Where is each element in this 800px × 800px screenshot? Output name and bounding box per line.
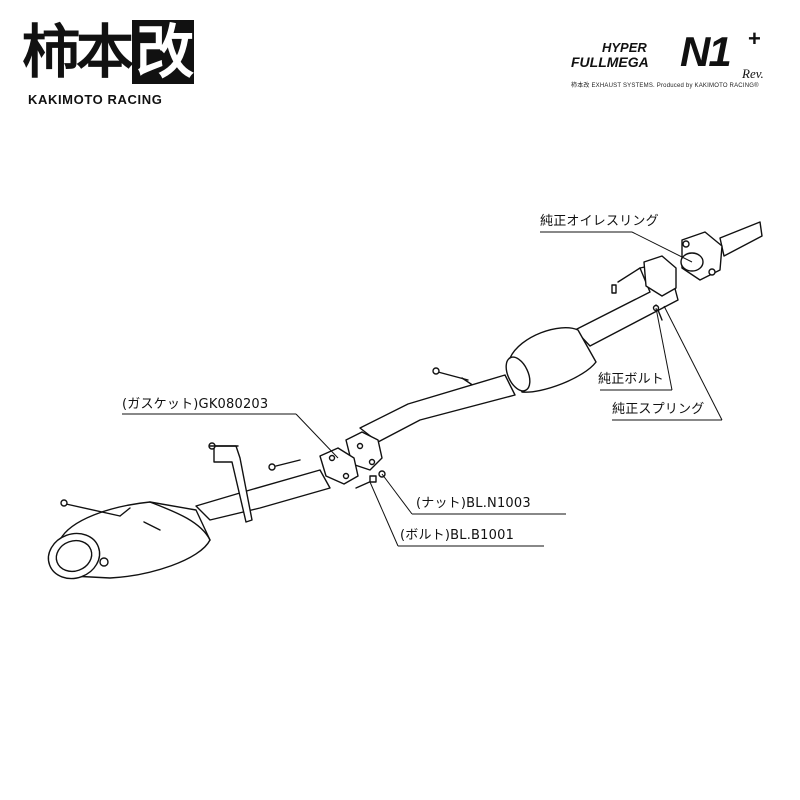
rear-pipe	[195, 469, 331, 521]
rear-hanger	[213, 445, 253, 523]
front-pipe-flange	[643, 255, 677, 297]
front-pipe	[719, 221, 763, 257]
brand-plus: +	[748, 26, 761, 51]
logo-kai-mark: 改	[132, 20, 194, 84]
brand-rev: Rev.	[742, 66, 764, 81]
callout-bolt: (ボルト)BL.B1001	[400, 528, 515, 543]
callout-oem-bolt: 純正ボルト	[598, 372, 665, 387]
kakimoto-logo: 柿本改	[22, 20, 194, 84]
tail-pipe-inner	[55, 539, 93, 573]
callout-gasket: (ガスケット)GK080203	[122, 397, 269, 412]
callout-oem-spring: 純正スプリング	[612, 402, 705, 417]
logo-subtitle: KAKIMOTO RACING	[28, 92, 163, 107]
callout-oil-ring: 純正オイレスリング	[540, 214, 659, 229]
mid-pipe	[359, 374, 516, 443]
brand-fullmega: FULLMEGA	[571, 54, 649, 70]
callout-nut: (ナット)BL.N1003	[416, 496, 531, 511]
brand-hyper: HYPER	[602, 40, 647, 55]
brand-footer: 柿本改 EXHAUST SYSTEMS. Produced by KAKIMOT…	[571, 83, 759, 89]
center-resonator	[509, 327, 597, 393]
brand-model: N1	[680, 28, 732, 75]
logo-kanji-text: 柿本	[22, 18, 134, 86]
